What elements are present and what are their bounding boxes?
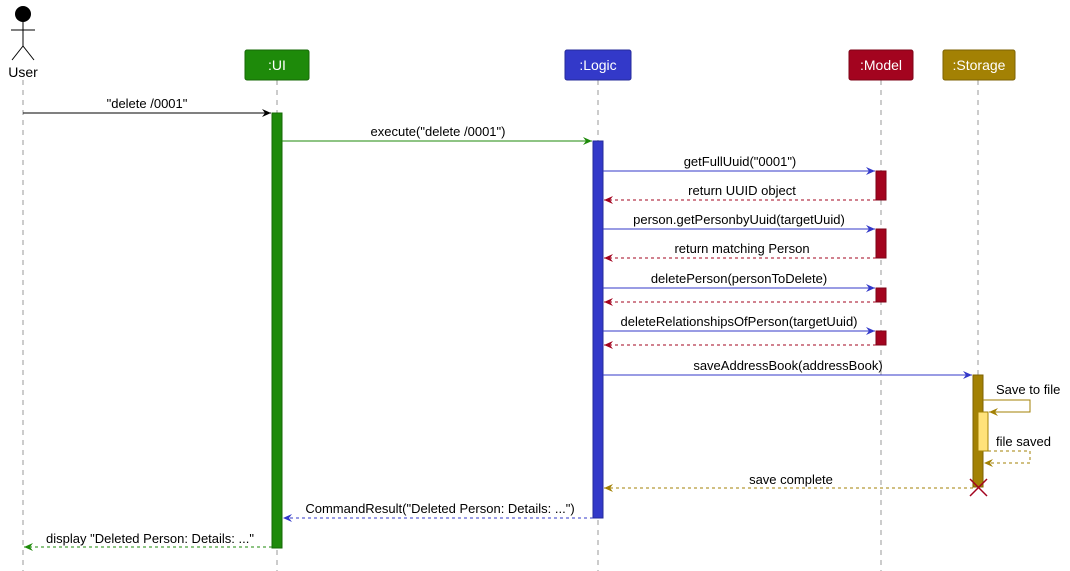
logic-participant-label: :Logic [579,57,616,73]
message-label-5: person.getPersonbyUuid(targetUuid) [633,212,845,227]
storage-participant-box [942,49,1016,81]
storage-nested-activation-bar [977,411,989,452]
message-label-4: return UUID object [688,183,796,198]
model-activation-bar-1 [875,170,887,201]
message-label-15: CommandResult("Deleted Person: Details: … [305,501,574,516]
model-activation-bar-3 [875,287,887,303]
model-activation-bar-4 [875,330,887,346]
message-label-3: getFullUuid("0001") [684,154,797,169]
message-label-11: saveAddressBook(addressBook) [693,358,882,373]
model-participant-label: :Model [860,57,902,73]
message-arrow-13 [984,450,1031,467]
message-label-1: "delete /0001" [107,96,188,111]
message-label-13: file saved [996,434,1051,449]
ui-activation-bar [271,112,283,549]
message-label-12: Save to file [996,382,1060,397]
storage-participant-label: :Storage [953,57,1006,73]
logic-activation-bar [592,140,604,519]
user-actor-icon [11,6,35,61]
model-participant-box [848,49,914,81]
ui-participant-box [244,49,310,81]
message-label-14: save complete [749,472,833,487]
message-arrow-12 [983,399,1031,416]
model-activation-bar-2 [875,228,887,259]
message-label-16: display "Deleted Person: Details: ..." [46,531,254,546]
ui-participant-label: :UI [268,57,286,73]
message-label-7: deletePerson(personToDelete) [651,271,827,286]
user-actor-label: User [8,64,38,80]
message-label-6: return matching Person [674,241,809,256]
storage-destroy-icon [969,478,988,497]
message-label-9: deleteRelationshipsOfPerson(targetUuid) [620,314,857,329]
logic-participant-box [564,49,632,81]
message-label-2: execute("delete /0001") [371,124,506,139]
